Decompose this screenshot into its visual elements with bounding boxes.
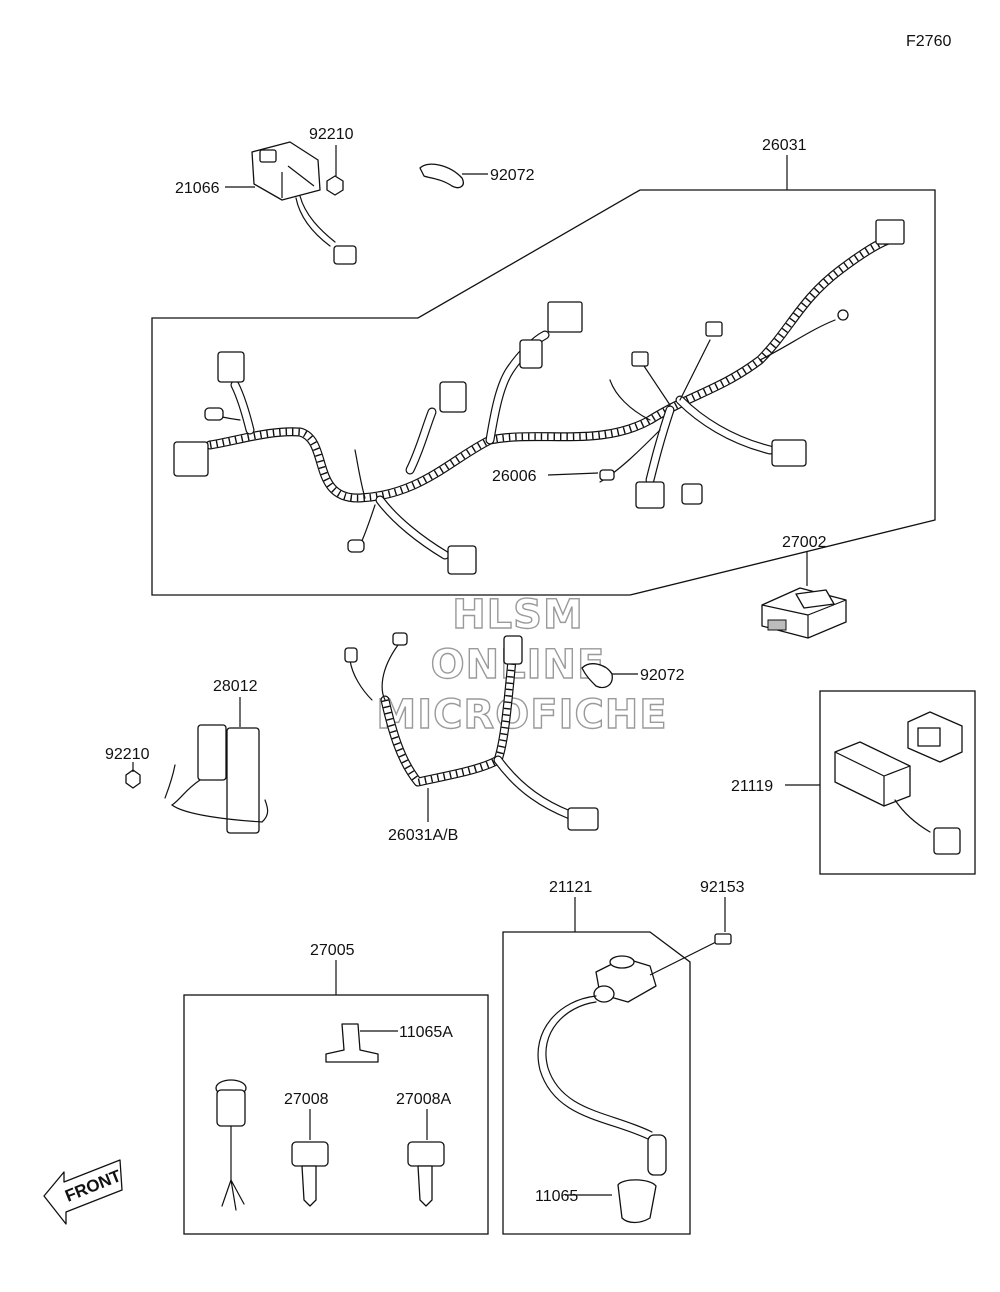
main-harness-frame — [151, 189, 936, 596]
label-26031: 26031 — [762, 137, 807, 154]
watermark: HLSM ONLINE MICROFICHE — [376, 591, 668, 738]
label-27002: 27002 — [782, 534, 827, 551]
coil-group: 21121 92153 11065 — [502, 879, 745, 1235]
main-harness-group: 26031 — [151, 137, 936, 596]
switch-group: 27005 11065A 27008 27008A — [183, 942, 489, 1235]
leader-26006 — [547, 472, 599, 476]
label-11065a: 11065A — [399, 1024, 453, 1041]
main-harness-illustration — [173, 219, 905, 575]
label-11065: 11065 — [535, 1188, 578, 1205]
label-92072-mid: 92072 — [640, 667, 685, 684]
label-21066: 21066 — [175, 180, 220, 197]
relay-group: 21119 — [731, 690, 976, 875]
label-21119: 21119 — [731, 778, 773, 795]
label-27008: 27008 — [284, 1091, 329, 1108]
clamp-mid-illustration — [581, 663, 613, 689]
diagram-code: F2760 — [906, 33, 951, 50]
clamp-top-group: 92072 — [419, 163, 535, 189]
cdi-illustration — [125, 724, 269, 834]
label-92153: 92153 — [700, 879, 745, 896]
label-27005: 27005 — [310, 942, 355, 959]
coil-frame — [502, 931, 691, 1235]
regulator-illustration — [251, 141, 357, 265]
clamp-top-illustration — [419, 163, 464, 189]
label-92072-top: 92072 — [490, 167, 535, 184]
watermark-line-1: HLSM — [452, 592, 584, 638]
clamp-mid-group: 92072 — [581, 663, 685, 689]
relay-illustration — [834, 711, 963, 855]
label-28012: 28012 — [213, 678, 258, 695]
label-21121: 21121 — [549, 879, 592, 896]
regulator-group: 21066 92210 — [175, 126, 357, 265]
cdi-group: 28012 92210 — [105, 678, 269, 834]
sub-harness-group: 26031A/B — [344, 632, 599, 844]
connector-27002-illustration — [761, 587, 847, 639]
switch-illustration — [215, 1023, 445, 1211]
coil-illustration — [537, 933, 732, 1224]
label-26006: 26006 — [492, 468, 537, 485]
label-26031ab: 26031A/B — [388, 827, 458, 844]
label-27008a: 27008A — [396, 1091, 451, 1108]
label-92210-mid: 92210 — [105, 746, 150, 763]
label-92210-top: 92210 — [309, 126, 354, 143]
relay-frame — [819, 690, 976, 875]
sub-harness-illustration — [344, 632, 599, 831]
front-arrow-icon — [43, 1159, 123, 1225]
connector-27002-group: 27002 — [761, 534, 847, 639]
watermark-line-3: MICROFICHE — [376, 692, 667, 738]
front-arrow: FRONT — [43, 1159, 124, 1225]
